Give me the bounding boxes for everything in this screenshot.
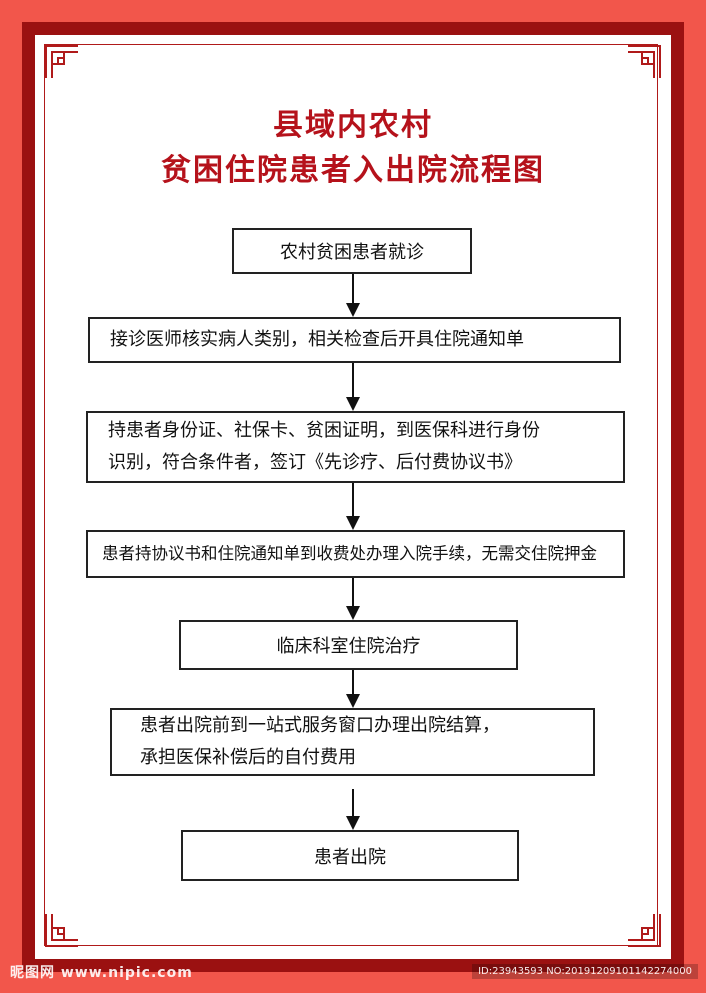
flow-step-2: 接诊医师核实病人类别，相关检查后开具住院通知单 (88, 317, 621, 363)
watermark-id: ID:23943593 NO:20191209101142274000 (472, 964, 698, 979)
flow-arrow-icon (346, 578, 360, 620)
flow-step-6-line-1: 患者出院前到一站式服务窗口办理出院结算， (140, 715, 500, 736)
flow-step-4-label: 患者持协议书和住院通知单到收费处办理入院手续，无需交住院押金 (102, 544, 597, 563)
flow-arrow-icon (346, 363, 360, 411)
flow-step-7-label: 患者出院 (314, 846, 386, 868)
flow-step-3-line-1: 持患者身份证、社保卡、贫困证明，到医保科进行身份 (108, 420, 540, 441)
flow-step-1: 农村贫困患者就诊 (232, 228, 472, 274)
flow-step-2-label: 接诊医师核实病人类别，相关检查后开具住院通知单 (110, 329, 524, 350)
flow-step-3-line-2: 识别，符合条件者，签订《先诊疗、后付费协议书》 (108, 452, 522, 473)
flow-step-3: 持患者身份证、社保卡、贫困证明，到医保科进行身份 识别，符合条件者，签订《先诊疗… (86, 411, 625, 483)
flow-step-6: 患者出院前到一站式服务窗口办理出院结算， 承担医保补偿后的自付费用 (110, 708, 595, 776)
decorative-border (44, 44, 658, 946)
flow-arrow-icon (346, 483, 360, 530)
flow-arrow-icon (346, 670, 360, 708)
title-line-2: 贫困住院患者入出院流程图 (161, 153, 545, 188)
flow-arrow-icon (346, 274, 360, 317)
watermark-logo: 昵图网 www.nipic.com (10, 965, 193, 981)
flow-step-5-label: 临床科室住院治疗 (276, 636, 421, 657)
flow-step-4: 患者持协议书和住院通知单到收费处办理入院手续，无需交住院押金 (86, 530, 625, 578)
title-line-1: 县域内农村 (273, 108, 433, 143)
corner-ornament-icon (44, 912, 80, 948)
corner-ornament-icon (626, 44, 662, 80)
flow-step-7: 患者出院 (181, 830, 519, 881)
flow-step-5: 临床科室住院治疗 (179, 620, 518, 670)
flow-step-6-line-2: 承担医保补偿后的自付费用 (140, 747, 356, 768)
corner-ornament-icon (44, 44, 80, 80)
flow-step-1-label: 农村贫困患者就诊 (280, 242, 424, 263)
flow-arrow-icon (346, 789, 360, 830)
corner-ornament-icon (626, 912, 662, 948)
